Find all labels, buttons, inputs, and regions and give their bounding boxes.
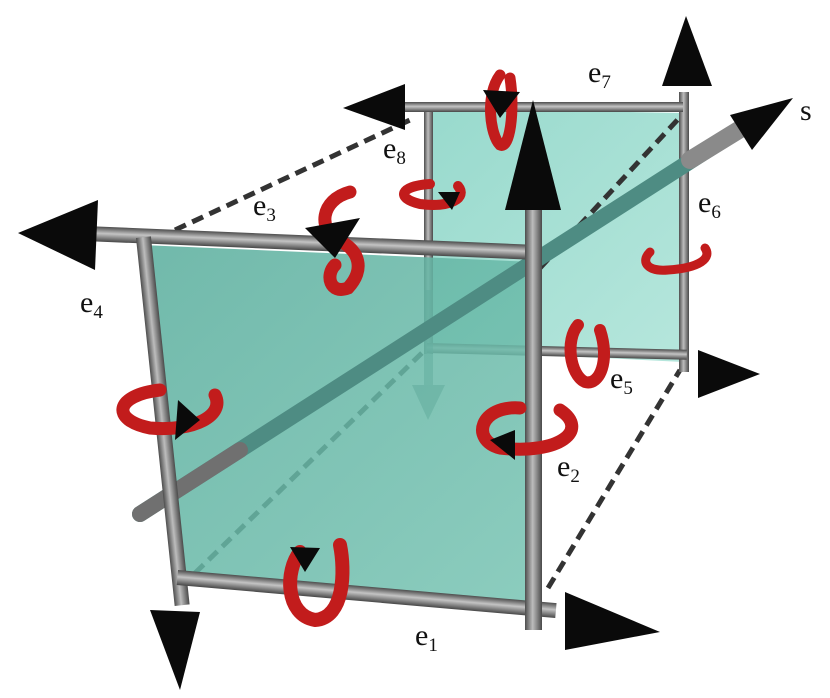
arrow-back-left-icon — [343, 84, 405, 130]
s-axis-tube — [132, 98, 793, 522]
back-arrowheads — [343, 16, 760, 398]
front-rods — [84, 200, 557, 630]
arrow-top-right-icon — [662, 16, 712, 86]
arrow-left-icon — [18, 200, 98, 270]
arrow-front-right-icon — [565, 592, 660, 650]
front-plaquette — [142, 245, 535, 615]
ring-e7-icon — [483, 69, 520, 151]
label-e7: e7 — [588, 56, 611, 93]
arrow-up-icon — [505, 100, 561, 210]
s-arrow-icon — [730, 98, 793, 150]
arrow-down-icon — [150, 610, 200, 690]
arrow-right-icon — [698, 350, 760, 398]
rotation-rings — [116, 69, 712, 628]
ring-e1-icon — [283, 538, 350, 628]
label-e8: e8 — [383, 132, 406, 169]
ring-e3-icon — [305, 185, 365, 296]
label-e3: e3 — [253, 189, 276, 226]
label-e6: e6 — [698, 186, 721, 223]
label-e4: e4 — [80, 286, 103, 323]
label-s: s — [800, 94, 812, 127]
ring-e4-icon — [116, 383, 224, 440]
ring-e2-icon — [476, 401, 579, 460]
labels: s e1 e2 e3 e4 e5 e6 e7 e8 — [80, 56, 812, 656]
label-e2: e2 — [557, 450, 580, 487]
ring-e8-icon — [399, 179, 466, 210]
ring-e6-icon — [641, 243, 712, 275]
label-e5: e5 — [610, 362, 633, 399]
label-e1: e1 — [415, 619, 438, 656]
ring-e5-icon — [564, 319, 610, 389]
front-arrowheads — [18, 100, 660, 690]
